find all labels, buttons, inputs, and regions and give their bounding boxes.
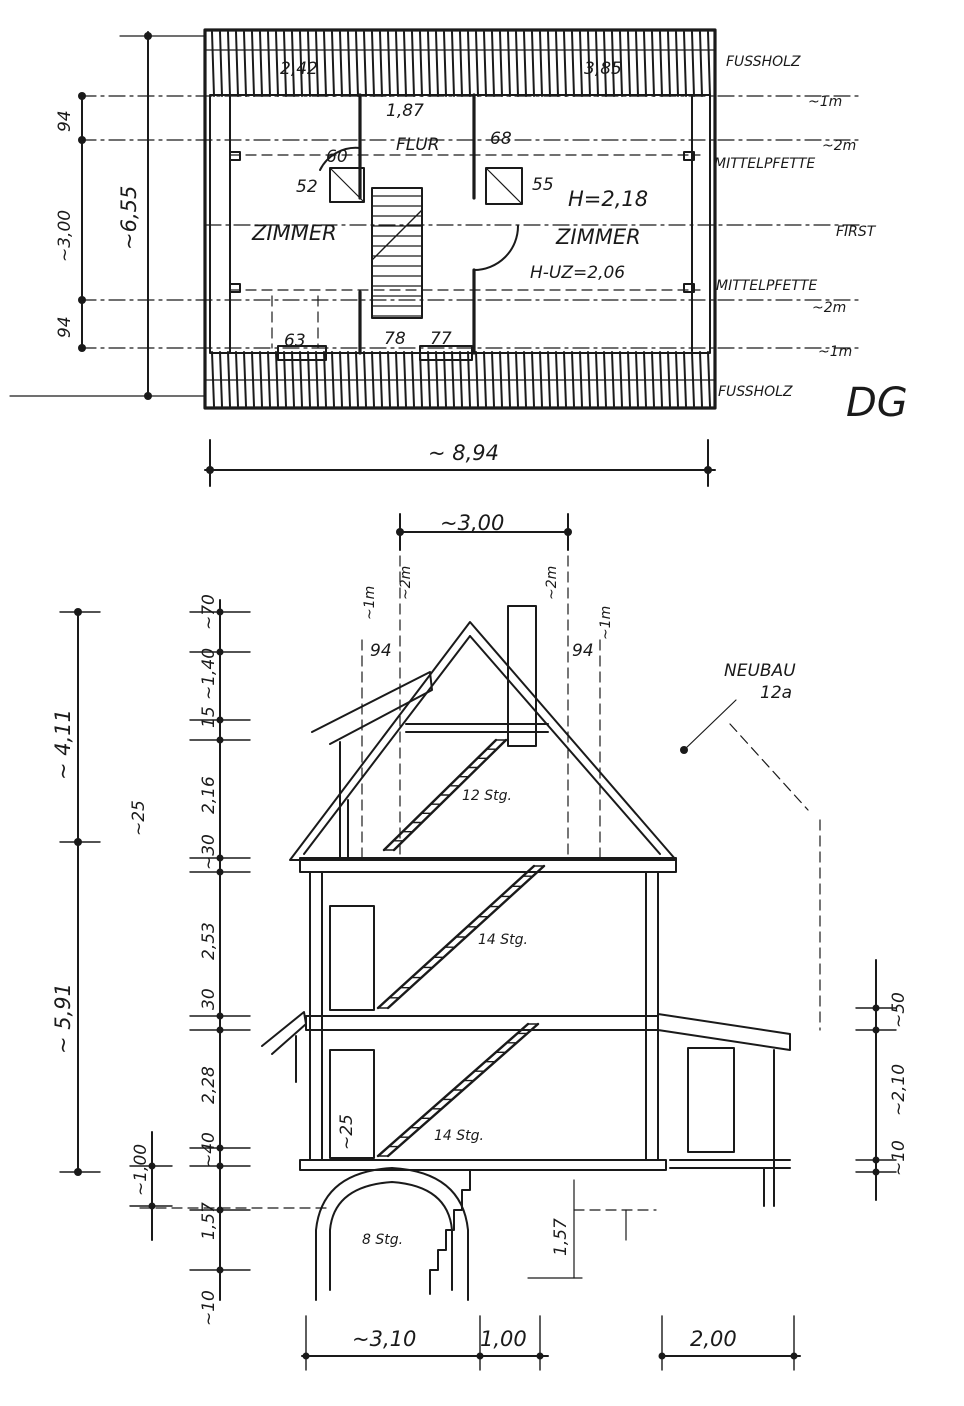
section-top-left-1m: ~1m: [362, 586, 378, 620]
plan-total-width: ~ 8,94: [428, 441, 499, 465]
plan-stair-b: 77: [430, 329, 452, 349]
section-dim-25b: ~25: [337, 1114, 357, 1150]
plan-door-left: 60: [326, 147, 348, 167]
section-neubau-2: 12a: [760, 683, 792, 703]
section-gable-left-94: 94: [370, 641, 392, 661]
plan-room-left: ZIMMER: [251, 221, 337, 245]
plan-height-main: H=2,18: [568, 187, 648, 211]
plan-purlin-bottom: MITTELPFETTE: [716, 278, 817, 294]
plan-chimney-right-h: 55: [532, 175, 554, 195]
section-dim-310: ~3,10: [352, 1327, 416, 1351]
section-total-lower: ~ 5,91: [51, 983, 75, 1054]
section-neubau-1: NEUBAU: [724, 661, 796, 681]
plan-two-m-top: ~2m: [822, 138, 856, 154]
section-dim-200: 2,00: [690, 1327, 737, 1351]
section-roof: [289, 621, 677, 861]
section-drawing: ~3,00 ~1m ~2m ~2m ~1m 94 94 NEUBAU 12a 1…: [51, 511, 909, 1371]
plan-one-m-bottom: ~1m: [818, 344, 852, 360]
plan-footwood-top: FUSSHOLZ: [726, 54, 801, 70]
plan-dim-94-top: 94: [55, 110, 75, 132]
section-dim-30b: 30: [199, 988, 219, 1010]
section-dim-15: 15: [199, 706, 219, 728]
plan-height-under-ridge: H-UZ=2,06: [530, 263, 625, 283]
section-dim-228: 2,28: [199, 1066, 219, 1104]
section-top-left-2m: ~2m: [398, 566, 414, 600]
section-stairs-cellar: 8 Stg.: [362, 1232, 403, 1248]
plan-room-left-width: 2,42: [280, 59, 318, 79]
section-dim-140: ~1,40: [199, 648, 219, 700]
plan-purlin-top: MITTELPFETTE: [714, 156, 815, 172]
section-top-width: ~3,00: [440, 511, 504, 535]
section-top-right-2m: ~2m: [544, 566, 560, 600]
plan-outer-wall: [203, 28, 717, 410]
section-dim-157-left: 1,57: [199, 1202, 219, 1240]
section-dim-50: ~50: [889, 992, 909, 1028]
plan-two-m-bottom: ~2m: [812, 300, 846, 316]
plan-chimney-right-w: 68: [490, 129, 512, 149]
plan-chimney-left: 52: [296, 177, 318, 197]
plan-dim-94-bottom: 94: [55, 316, 75, 338]
section-dim-30a: ~30: [199, 834, 219, 870]
section-stairs-ground: 14 Stg.: [434, 1128, 484, 1144]
section-dim-253: 2,53: [199, 922, 219, 960]
section-dim-157-right: 1,57: [551, 1218, 571, 1256]
section-top-right-1m: ~1m: [598, 606, 614, 640]
section-dim-10-left: ~10: [199, 1290, 219, 1326]
plan-hall-width: 1,87: [386, 101, 424, 121]
section-dim-25a: ~25: [129, 800, 149, 836]
floor-plan: 2,42 3,85 1,87 FLUR 60 52 68 55 H=2,18 Z…: [9, 28, 908, 487]
plan-room-right-width: 3,85: [584, 59, 622, 79]
section-stairs-attic: 12 Stg.: [462, 788, 512, 804]
section-dim-100-bottom: 1,00: [480, 1327, 527, 1351]
plan-window-left: 63: [284, 331, 306, 351]
section-dim-100: ~1,00: [131, 1144, 151, 1196]
section-dim-210: ~2,10: [889, 1064, 909, 1116]
plan-ridge: FIRST: [836, 224, 877, 240]
section-dim-216: 2,16: [199, 776, 219, 814]
plan-one-m-top: ~1m: [808, 94, 842, 110]
plan-footwood-bottom: FUSSHOLZ: [718, 384, 793, 400]
plan-dim-300: ~3,00: [55, 210, 75, 262]
plan-top-hatch: [204, 31, 716, 97]
plan-dim-655: ~6,55: [117, 186, 141, 250]
section-stairs-upper: 14 Stg.: [478, 932, 528, 948]
section-dim-70: ~70: [199, 594, 219, 630]
plan-hall-label: FLUR: [396, 135, 440, 155]
section-gable-right-94: 94: [572, 641, 594, 661]
section-dim-40: ~40: [199, 1132, 219, 1168]
section-cellar-vault: [329, 1181, 453, 1291]
section-total-upper: ~ 4,11: [51, 709, 75, 780]
plan-stair-a: 78: [384, 329, 406, 349]
section-dim-10-right: ~10: [889, 1140, 909, 1176]
plan-room-right: ZIMMER: [555, 225, 641, 249]
plan-initials: DG: [846, 380, 908, 426]
